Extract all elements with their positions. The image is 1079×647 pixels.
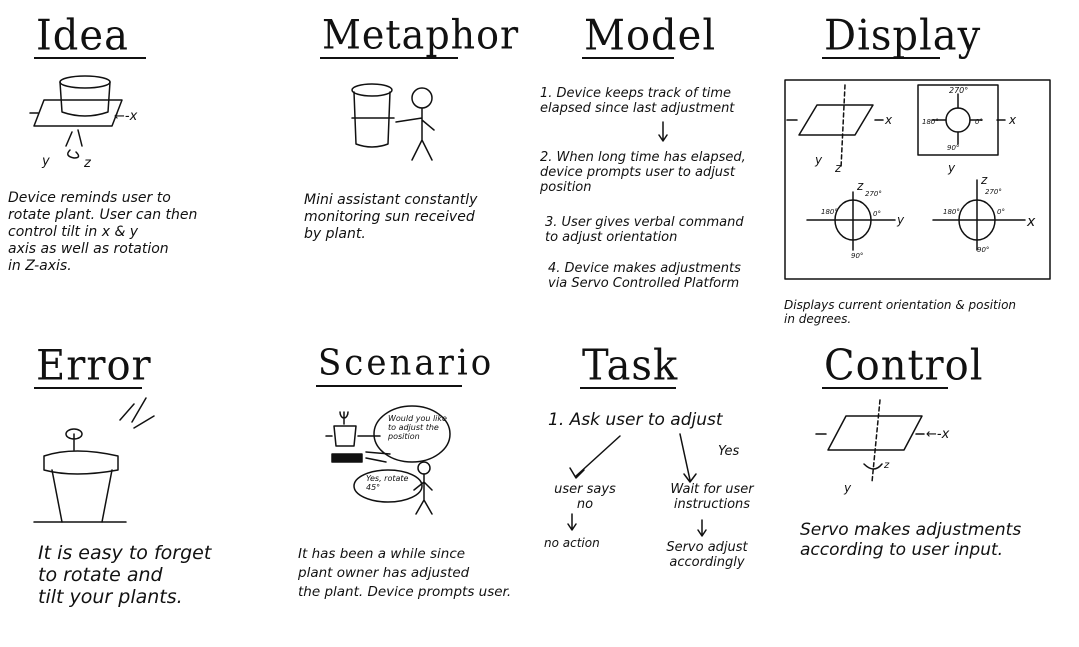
display-plane-x-label: x (884, 113, 893, 127)
model-title-underline (582, 57, 674, 59)
display-right-deg-90: 90° (977, 246, 989, 254)
idea-axis-x-label: ←-x (114, 109, 138, 124)
display-title: Display (824, 11, 982, 61)
display-left-deg-90: 90° (851, 252, 863, 260)
control-axis-z-label: z (883, 460, 890, 471)
display-caption: Displays current orientation & position … (784, 298, 1017, 326)
display-left-z-label: z (856, 179, 864, 193)
display-screen: x y z x y 270° 180° 0° 90° y z 270° 180°… (784, 79, 1051, 280)
task-yes-label: Yes (718, 444, 740, 459)
control-title-underline (822, 387, 948, 389)
task-step-1: 1. Ask user to adjust (548, 410, 723, 430)
idea-axis-z-label: z (83, 156, 92, 171)
task-flow-arrows (567, 433, 707, 537)
display-box-deg-0: 0° (975, 118, 983, 126)
task-title: Task (582, 341, 679, 391)
display-left-deg-180: 180° (821, 208, 838, 216)
display-left-y-label: y (896, 213, 905, 227)
task-no-action: no action (544, 536, 600, 550)
model-step-2: 2. When long time has elapsed, device pr… (540, 150, 746, 195)
display-box-deg-90: 90° (947, 144, 959, 152)
idea-title-underline (34, 57, 146, 59)
display-right-deg-0: 0° (997, 208, 1005, 216)
display-left-deg-0: 0° (873, 210, 881, 218)
control-axis-y-label: y (843, 481, 852, 495)
scenario-title-underline (316, 385, 462, 387)
display-box-deg-180: 180° (922, 118, 939, 126)
idea-title: Idea (36, 11, 129, 61)
control-caption: Servo makes adjustments according to use… (800, 520, 1022, 560)
metaphor-title: Metaphor (322, 11, 520, 59)
idea-caption: Device reminds user to rotate plant. Use… (8, 190, 198, 274)
display-plane-z-label: z (834, 161, 842, 175)
metaphor-caption: Mini assistant constantly monitoring sun… (304, 192, 478, 242)
display-plane-y-label: y (814, 153, 823, 167)
idea-sketch: ←-x y z (29, 75, 138, 171)
task-user-says-no: user says no (554, 482, 616, 512)
idea-axis-y-label: y (41, 154, 50, 169)
error-sketch (33, 397, 155, 523)
task-wait-instructions: Wait for user instructions (670, 482, 754, 512)
scenario-bubble-user: Yes, rotate 45° (366, 474, 409, 492)
scenario-bubble-device: Would you like to adjust the position (388, 414, 447, 441)
control-axis-x-label: ←-x (926, 427, 950, 442)
control-title: Control (824, 341, 984, 391)
task-title-underline (580, 387, 676, 389)
display-right-x-label: x (1026, 214, 1036, 230)
display-right-deg-180: 180° (943, 208, 960, 216)
model-step-3: 3. User gives verbal command to adjust o… (545, 215, 744, 245)
display-title-underline (822, 57, 940, 59)
model-title: Model (584, 11, 717, 61)
display-box-deg-270: 270° (949, 86, 968, 95)
display-left-deg-270: 270° (865, 190, 882, 198)
model-step-4: 4. Device makes adjustments via Servo Co… (548, 261, 741, 291)
display-box-x-label: x (1008, 113, 1017, 127)
metaphor-title-underline (320, 57, 458, 59)
display-right-z-label: z (980, 173, 988, 187)
error-title: Error (36, 341, 152, 391)
scenario-title: Scenario (318, 342, 495, 384)
control-sketch: ←-x y z (815, 399, 950, 495)
model-step-1: 1. Device keeps track of time elapsed si… (540, 86, 735, 116)
error-title-underline (34, 387, 142, 389)
metaphor-sketch (351, 83, 435, 161)
task-servo-adjust: Servo adjust accordingly (666, 540, 748, 570)
error-caption: It is easy to forget to rotate and tilt … (38, 542, 212, 608)
scenario-caption: It has been a while since plant owner ha… (298, 546, 512, 600)
model-arrow (658, 121, 668, 142)
display-box-y-label: y (947, 161, 956, 175)
scenario-sketch (325, 405, 451, 515)
display-right-deg-270: 270° (985, 188, 1002, 196)
